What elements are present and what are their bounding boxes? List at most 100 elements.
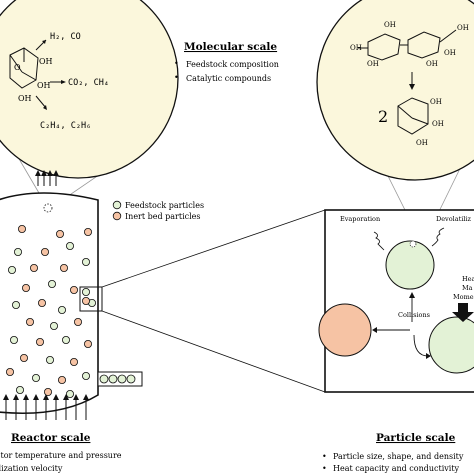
legend-inert-swatch: [112, 211, 122, 221]
feedstock-particle-32: [82, 371, 91, 380]
mass-label: Ma: [462, 284, 473, 292]
volatile-bubble: [409, 240, 417, 248]
outlet-arrow-heads: [35, 170, 59, 176]
legend-feedstock-swatch: [112, 200, 122, 210]
molecular-zoom-circle: [0, 0, 179, 179]
momentum-label: Mome: [453, 293, 474, 301]
cellulose-oh-6: OH: [457, 24, 469, 32]
particle-bullet-1: Particle size, shape, and density: [333, 452, 464, 461]
zoom-box: [79, 286, 103, 312]
cellulose-oh-1: OH: [350, 44, 362, 52]
oh-label-2: OH: [37, 81, 51, 90]
feedstock-particle-16: [82, 287, 91, 296]
heat-label: Hea: [462, 275, 474, 283]
reactor-legend: Feedstock particles Inert bed particles: [112, 200, 204, 221]
cellulose-oh-5: OH: [444, 49, 456, 57]
feedstock-particle-11: [48, 279, 57, 288]
inert-particle-19: [25, 317, 34, 326]
collisions-label: Collisions: [398, 311, 430, 319]
feedstock-particle-22: [9, 335, 18, 344]
fluidization-arrow-heads: [3, 394, 89, 400]
inert-particle-1: [56, 229, 65, 238]
levoglucosan-product: [397, 97, 429, 135]
product-oh-3: OH: [416, 139, 428, 147]
transfer-arrow: [452, 303, 474, 322]
feedstock-particle-24: [62, 335, 71, 344]
arrow-head-2: [61, 80, 66, 84]
feedstock-particle-9: [82, 257, 91, 266]
reactor-scale-title: Reactor scale: [11, 432, 91, 444]
arrow-head-1: [42, 40, 46, 44]
cellulose-oh-3: OH: [384, 21, 396, 29]
molecular-bullet-dot-1: •: [174, 59, 179, 68]
inert-particle-21: [74, 317, 83, 326]
particle-bullet-2: Heat capacity and conductivity: [333, 464, 460, 473]
molecular-bullet-1: Feedstock composition: [186, 60, 279, 69]
inert-particle-3: [41, 247, 50, 256]
product-number: 2: [378, 107, 388, 126]
reactor-bullet-1: ctor temperature and pressure: [0, 451, 122, 460]
feedstock-particle-27: [46, 355, 55, 364]
bed-particles: [6, 224, 97, 398]
particle-zoom-box: Evaporation Devolatiliz Collisions Hea M…: [318, 209, 474, 393]
legend-feedstock-label: Feedstock particles: [125, 201, 204, 210]
inert-particle-34: [44, 387, 53, 396]
feedstock-particle-35: [66, 389, 75, 398]
levoglucosan-molecule: [9, 47, 39, 89]
feedstock-particle-33: [15, 385, 24, 394]
cellulose-chain: [358, 29, 457, 61]
oh-label-3: OH: [18, 94, 32, 103]
cellulose-zoom-circle: [316, 0, 474, 181]
feedstock-particle-13: [11, 300, 20, 309]
zoom-line-bottom: [101, 310, 326, 393]
feedstock-particle-4: [66, 241, 75, 250]
ring-oxygen: O: [14, 63, 21, 72]
feedstock-particle-2: [13, 247, 22, 256]
collision-head-left: [372, 327, 377, 333]
collision-head-right: [426, 353, 431, 359]
fluidization-arrows: [5, 398, 87, 420]
arrow-head-3: [43, 105, 47, 110]
particle-bullet-dot-2: •: [322, 464, 327, 473]
feedstock-particle-bottom: [428, 316, 474, 374]
evaporation-label: Evaporation: [340, 215, 380, 223]
oh-label-1: OH: [39, 57, 53, 66]
zoom-line-top: [101, 209, 326, 288]
feedstock-particle-15: [58, 305, 67, 314]
molecular-bullet-dot-2: •: [174, 73, 179, 82]
molecular-zoom: O OH OH OH H₂, CO CO₂, CH₄ C₂H₄, C₂H₆: [0, 0, 179, 206]
inert-particle-8: [60, 263, 69, 272]
product-h2-co: H₂, CO: [50, 32, 81, 42]
volatile-particle: [43, 203, 53, 213]
collision-head-up: [409, 292, 415, 298]
inert-particle-14: [38, 298, 47, 307]
inert-particle-18: [82, 296, 91, 305]
inert-particle-10: [21, 283, 30, 292]
particle-bullet-dot-1: •: [322, 452, 327, 461]
inert-particle-6: [29, 263, 38, 272]
feed-inlet-particles: [99, 374, 136, 384]
cellulose-oh-4: OH: [426, 60, 438, 68]
inert-particle-0: [17, 224, 26, 233]
inert-particle-5: [84, 227, 93, 236]
cellulose-oh-2: OH: [367, 60, 379, 68]
inert-particle-31: [58, 375, 67, 384]
feedstock-particle-7: [7, 265, 16, 274]
inert-particle-12: [70, 285, 79, 294]
devolatilization-label: Devolatiliz: [436, 215, 471, 223]
product-oh-1: OH: [430, 98, 442, 106]
cellulose-arrow-head: [409, 84, 415, 90]
particle-scale-title: Particle scale: [376, 432, 456, 444]
molecular-scale-title: Molecular scale: [184, 41, 277, 53]
inert-particle-26: [19, 353, 28, 362]
molecular-bullet-2: Catalytic compounds: [186, 74, 271, 83]
inert-particle-28: [70, 357, 79, 366]
evaporation-arrow: [373, 231, 385, 251]
feedstock-particle-20: [50, 321, 59, 330]
product-co2-ch4: CO₂, CH₄: [68, 78, 109, 88]
cellulose-zoom: OH OH OH OH OH OH 2 OH OH OH: [316, 0, 474, 241]
product-c2: C₂H₄, C₂H₆: [40, 121, 91, 131]
feedstock-particle-top: [385, 240, 435, 290]
inert-particle: [318, 303, 372, 357]
